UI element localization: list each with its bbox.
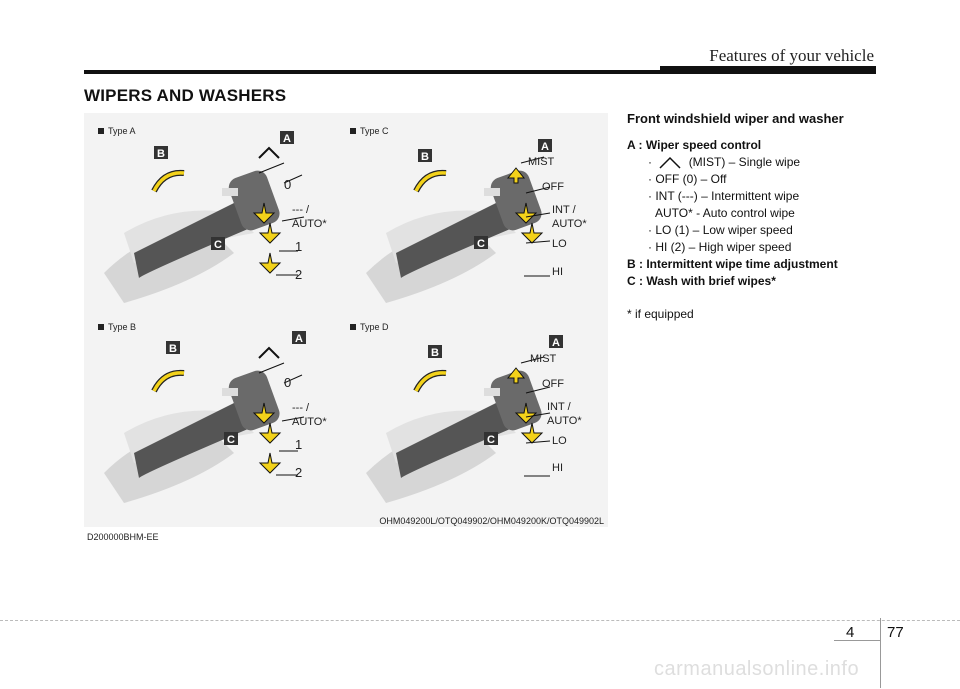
svg-text:AUTO*: AUTO* — [552, 218, 587, 230]
page-rule — [834, 640, 881, 641]
badge-c: C — [227, 434, 235, 446]
svg-text:INT /: INT / — [547, 401, 572, 413]
off-item: · OFF (0) – Off — [648, 172, 727, 186]
svg-text:AUTO*: AUTO* — [292, 218, 327, 230]
svg-text:INT /: INT / — [552, 204, 577, 216]
svg-text:AUTO*: AUTO* — [547, 415, 582, 427]
type-d-label: Type D — [350, 322, 389, 332]
type-c-label: Type C — [350, 126, 389, 136]
svg-text:--- /: --- / — [292, 402, 310, 414]
page-number: 77 — [887, 624, 904, 641]
wiper-figure: A B C A B C A B C A B C 0 — [84, 113, 608, 527]
wash-label: C : Wash with brief wipes* — [627, 274, 776, 288]
header-bar — [660, 66, 876, 72]
section-title: WIPERS AND WASHERS — [84, 86, 287, 105]
description-body: A : Wiper speed control · (MIST) – Singl… — [627, 137, 838, 323]
badge-a: A — [552, 337, 560, 349]
mist-symbol-icon — [659, 156, 681, 169]
figure-code: OHM049200L/OTQ049902/OHM049200K/OTQ04990… — [379, 516, 604, 526]
svg-text:HI: HI — [552, 266, 563, 278]
type-b-label: Type B — [98, 322, 136, 332]
type-a-label: Type A — [98, 126, 136, 136]
svg-text:OFF: OFF — [542, 181, 564, 193]
panel-type-a — [104, 146, 305, 303]
svg-text:0: 0 — [284, 177, 291, 192]
bottom-rule — [0, 620, 960, 621]
svg-text:MIST: MIST — [530, 353, 557, 365]
int-item: · INT (---) – Intermittent wipe — [648, 189, 800, 203]
badge-a: A — [541, 141, 549, 153]
svg-text:--- /: --- / — [292, 204, 310, 216]
auto-item: AUTO* - Auto control wipe — [655, 206, 795, 220]
header-rule — [84, 70, 876, 74]
svg-text:0: 0 — [284, 375, 291, 390]
svg-text:MIST: MIST — [528, 156, 555, 168]
svg-text:1: 1 — [295, 239, 302, 254]
badge-c: C — [477, 238, 485, 250]
svg-text:2: 2 — [295, 465, 302, 480]
badge-a: A — [295, 333, 303, 345]
svg-text:1: 1 — [295, 437, 302, 452]
footnote: * if equipped — [627, 307, 694, 321]
badge-b: B — [431, 347, 439, 359]
panel-type-d — [366, 356, 551, 503]
page-divider — [880, 618, 881, 688]
badge-b: B — [169, 343, 177, 355]
badge-c: C — [214, 239, 222, 251]
badge-c: C — [487, 434, 495, 446]
svg-text:AUTO*: AUTO* — [292, 416, 327, 428]
svg-text:LO: LO — [552, 435, 567, 447]
svg-text:LO: LO — [552, 238, 567, 250]
wiper-illustration: A B C A B C A B C A B C 0 — [104, 131, 587, 503]
svg-text:OFF: OFF — [542, 378, 564, 390]
header-title: Features of your vehicle — [709, 46, 874, 65]
lo-item: · LO (1) – Low wiper speed — [648, 223, 793, 237]
panel-type-b — [104, 346, 305, 503]
page-section: 4 — [846, 624, 855, 641]
hi-item: · HI (2) – High wiper speed — [648, 240, 792, 254]
description-title: Front windshield wiper and washer — [627, 111, 844, 126]
badge-a: A — [283, 133, 291, 145]
badge-b: B — [421, 151, 429, 163]
mist-item: · (MIST) – Single wipe — [648, 155, 801, 169]
svg-text:HI: HI — [552, 462, 563, 474]
panel-type-c — [366, 156, 551, 303]
badge-b: B — [157, 148, 165, 160]
wiper-speed-label: A : Wiper speed control — [627, 138, 762, 152]
interval-label: B : Intermittent wipe time adjustment — [627, 257, 838, 271]
watermark: carmanualsonline.info — [654, 658, 860, 680]
svg-text:2: 2 — [295, 267, 302, 282]
document-code: D200000BHM-EE — [87, 532, 159, 542]
